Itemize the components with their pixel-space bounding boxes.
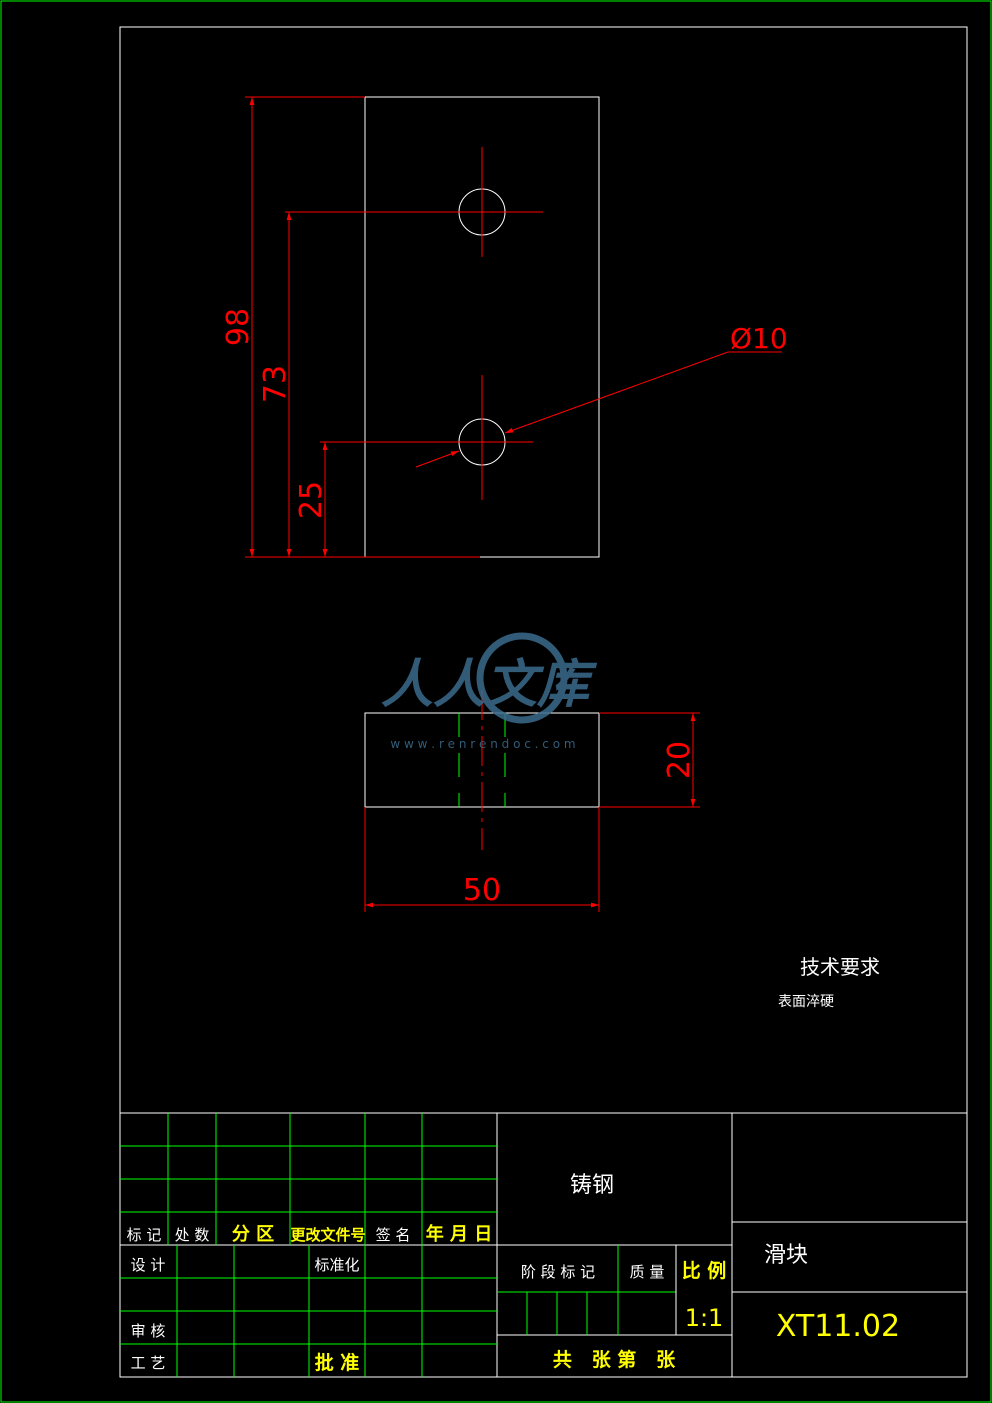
label-stage: 阶 段 标 记 <box>521 1263 595 1281</box>
dim-label-hole-diameter: Ø10 <box>730 322 788 355</box>
label-zone: 分 区 <box>232 1224 274 1245</box>
label-mark: 标 记 <box>127 1226 162 1244</box>
tech-req-heading: 技术要求 <box>800 955 880 979</box>
part-name: 滑块 <box>764 1243 808 1268</box>
side-view: 20 50 <box>364 690 700 912</box>
watermark-url: w w w . r e n r e n d o c . c o m <box>390 737 575 751</box>
label-count: 处 数 <box>175 1226 210 1244</box>
dim-label-25: 25 <box>294 481 329 519</box>
label-design: 设 计 <box>131 1256 166 1274</box>
label-date: 年 月 日 <box>426 1223 493 1245</box>
signature-grid <box>120 1245 497 1377</box>
front-view: 98 73 25 Ø10 <box>221 96 788 558</box>
label-sheets: 共 张 第 张 <box>553 1348 676 1371</box>
revision-grid <box>120 1113 497 1245</box>
scale-value: 1:1 <box>685 1304 724 1332</box>
inner-frame <box>119 26 968 1378</box>
dim-label-98: 98 <box>221 308 256 346</box>
label-process: 工 艺 <box>131 1354 166 1372</box>
front-view-outline <box>364 96 600 558</box>
watermark-ring-icon <box>476 632 568 724</box>
leader-hole-diameter-opposite <box>415 450 460 468</box>
label-review: 审 核 <box>131 1322 166 1340</box>
tech-req-note: 表面淬硬 <box>778 994 834 1010</box>
watermark-logo-text: 人人文库 <box>381 655 598 715</box>
dim-label-20: 20 <box>662 741 697 779</box>
label-change-doc: 更改文件号 <box>290 1226 365 1244</box>
dim-label-50: 50 <box>463 873 501 908</box>
title-block: 标 记 处 数 分 区 更改文件号 签 名 年 月 日 设 计 标准化 审 核 … <box>120 1112 967 1377</box>
label-standardization: 标准化 <box>314 1256 359 1274</box>
drawing-number: XT11.02 <box>776 1309 900 1344</box>
label-signature: 签 名 <box>376 1226 411 1244</box>
leader-hole-diameter <box>504 351 782 434</box>
stage-grid <box>497 1245 676 1335</box>
label-weight: 质 量 <box>630 1263 665 1281</box>
label-scale: 比 例 <box>682 1259 727 1282</box>
watermark: 人人文库 w w w . r e n r e n d o c . c o m <box>381 632 598 751</box>
material-text: 铸钢 <box>570 1173 614 1198</box>
label-approve: 批 准 <box>315 1352 360 1374</box>
dim-label-73: 73 <box>258 365 293 403</box>
